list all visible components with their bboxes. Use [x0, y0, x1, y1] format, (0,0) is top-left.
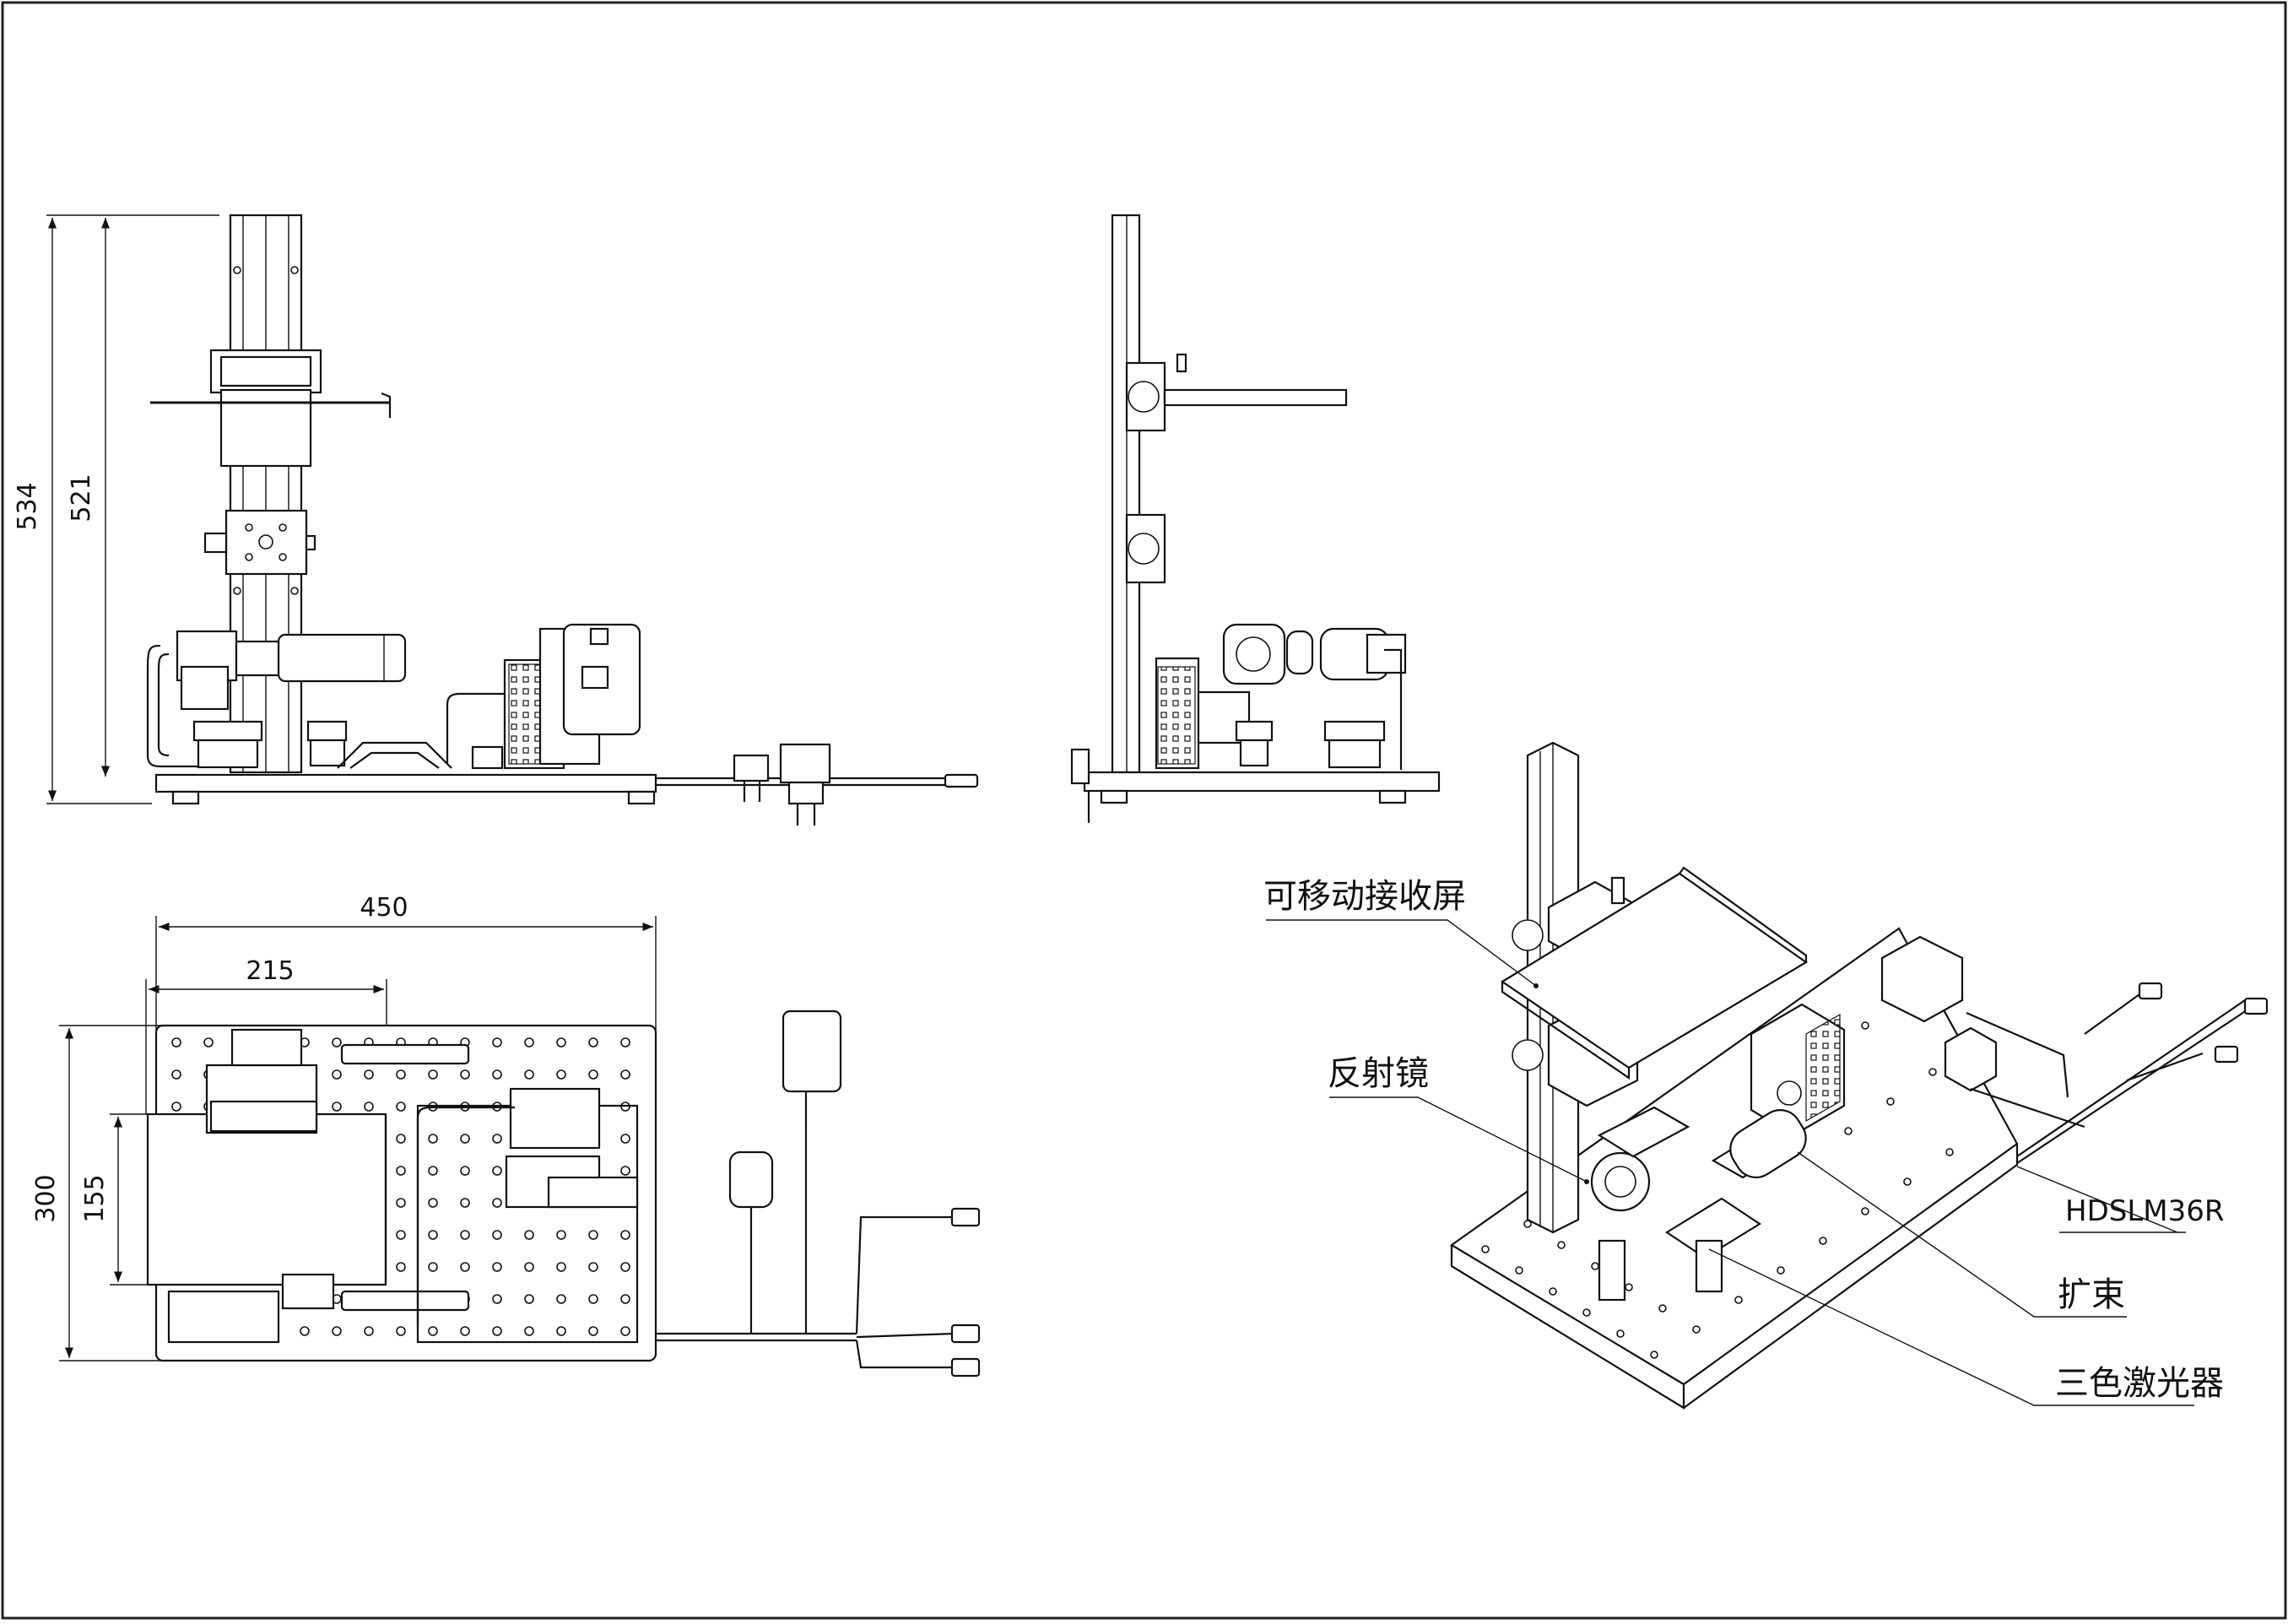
- dim-534: 534: [13, 482, 42, 530]
- isometric-view: 可移动接收屏 反射镜 HDSLM36R 扩束 三色激光器: [1263, 741, 2269, 1410]
- dim-155: 155: [80, 1174, 110, 1222]
- leader-mirror: [1329, 1096, 1588, 1183]
- front-view: 534 521: [13, 214, 979, 826]
- dim-215: 215: [246, 956, 294, 986]
- leader-beam-expander: [1797, 1151, 2127, 1318]
- side-view: [1070, 214, 1441, 823]
- top-screen: [146, 1112, 387, 1286]
- top-view: 450 215 300 155: [31, 893, 981, 1378]
- dim-300: 300: [31, 1174, 61, 1222]
- label-beam-expander: 扩束: [2058, 1275, 2125, 1314]
- label-slm-model: HDSLM36R: [2065, 1194, 2225, 1228]
- iso-plate-holes: [1481, 996, 1954, 1359]
- label-movable-screen: 可移动接收屏: [1263, 877, 1466, 916]
- front-base-plate: [154, 773, 657, 793]
- leader-movable-screen: [1266, 919, 1537, 987]
- side-base-plate: [1083, 771, 1441, 793]
- dim-521: 521: [67, 474, 96, 522]
- label-tricolor-laser: 三色激光器: [2055, 1364, 2224, 1403]
- leader-slm: [2016, 1166, 2178, 1233]
- label-mirror: 反射镜: [1328, 1054, 1429, 1093]
- dim-450: 450: [360, 893, 408, 923]
- leader-laser: [1708, 1248, 2194, 1406]
